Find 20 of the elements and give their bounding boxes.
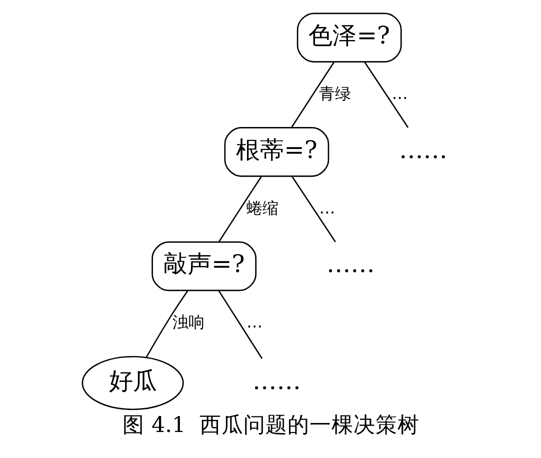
edge-label: … (318, 198, 335, 218)
connector (364, 62, 408, 128)
connector (145, 290, 188, 358)
edge-label: … (246, 312, 262, 332)
caption: 图 4.1 西瓜问题的一棵决策树 (122, 413, 419, 438)
node-ellipse: 好瓜 (81, 356, 184, 410)
edge-label: 浊响 (172, 312, 204, 332)
connector (290, 62, 334, 128)
node-box: 根蒂=? (224, 127, 329, 177)
node-box: 敲声=? (151, 241, 256, 292)
node-text: …… (398, 136, 447, 164)
connector (218, 290, 262, 359)
node-text: …… (326, 250, 374, 278)
connector (218, 176, 262, 242)
edge-label: 蜷缩 (246, 198, 278, 218)
edge-label: 青绿 (318, 84, 351, 103)
edge-label: … (391, 84, 408, 103)
node-text: …… (252, 366, 300, 395)
node-box: 色泽=? (296, 12, 402, 62)
connector (290, 176, 336, 242)
